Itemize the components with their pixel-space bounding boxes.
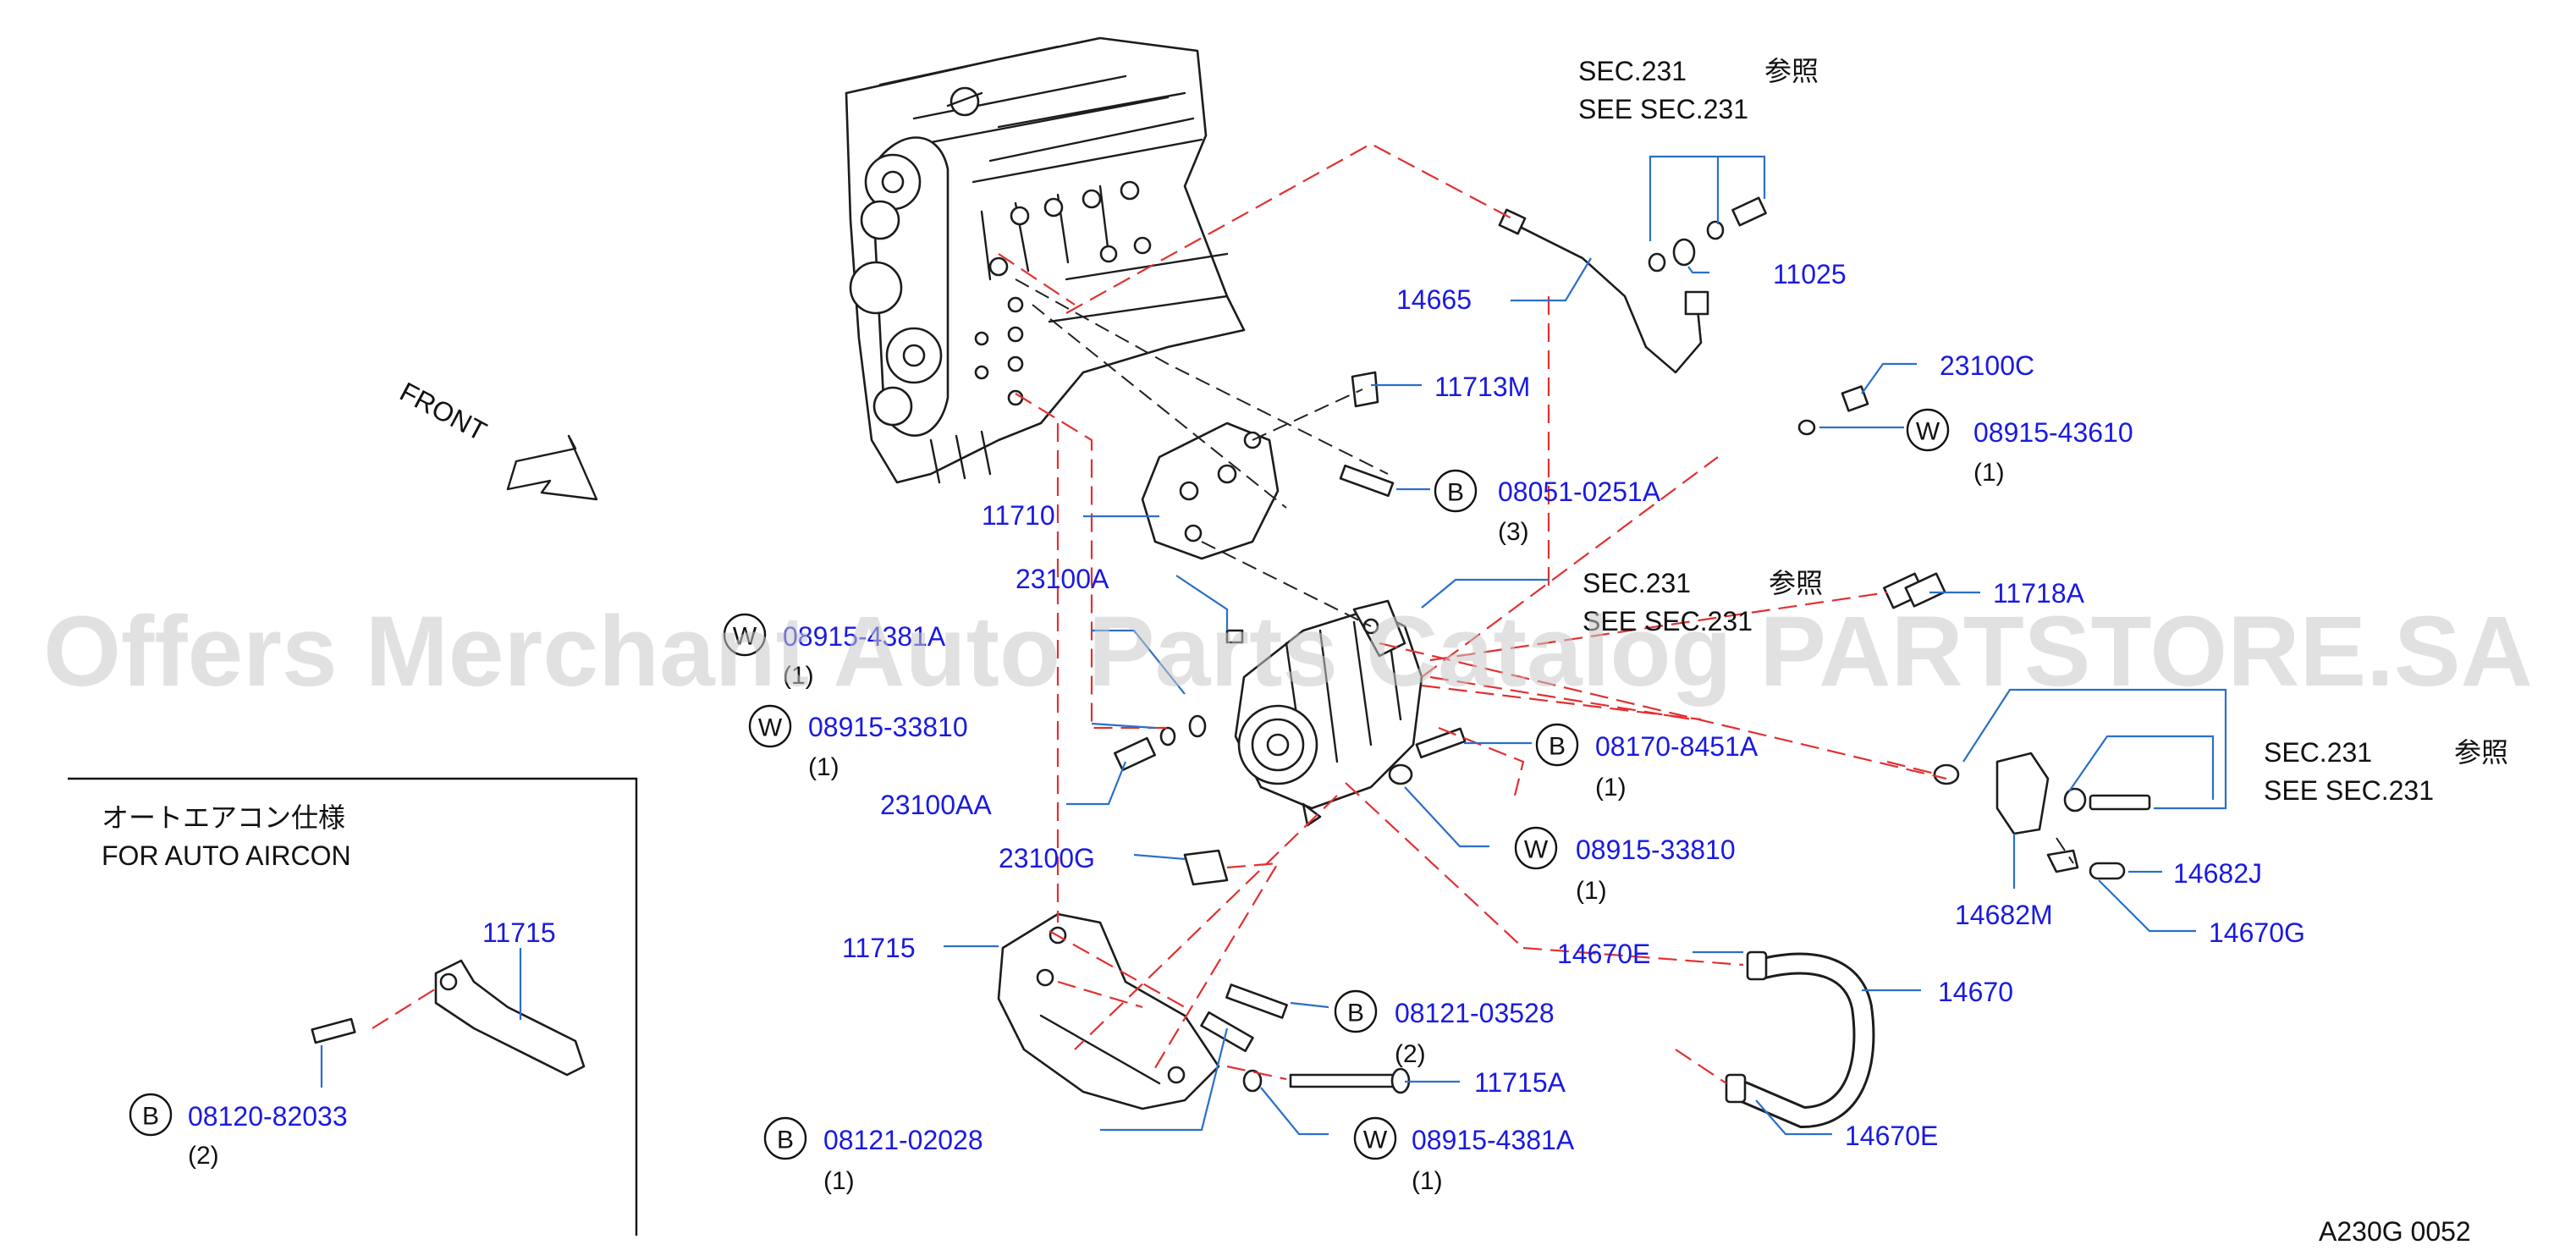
part-label-11710: 11710 [982,500,1055,531]
bolt-symbol: B [1549,733,1566,761]
engine-block-illustration [845,36,1246,484]
bolt-symbol: B [1347,1000,1364,1027]
bolt-symbol: B [1447,479,1464,507]
part-label-08170-8451A: 08170-8451A [1595,731,1759,762]
washer-symbol: W [733,623,757,651]
pipe-14665-illustration [1498,208,1709,374]
front-arrow-icon [506,434,598,501]
washer-symbol: W [1916,418,1940,446]
symbol-markers: W B W W B W B W B B [129,408,1950,1160]
washer-symbol: W [758,714,783,742]
part-label-08121-03528: 08121-03528 [1395,998,1555,1028]
part-label-11025: 11025 [1773,259,1847,289]
part-qty-08121-02028: (1) [823,1167,855,1195]
alternator-illustration [1234,599,1423,827]
part-label-08051-0251A: 08051-0251A [1498,477,1661,507]
part-label-23100C: 23100C [1940,350,2034,381]
bolt-symbol: B [777,1127,794,1154]
inset-title-jp: オートエアコン仕様 [102,802,345,833]
part-label-08915-4381A-bottom: 08915-4381A [1412,1125,1575,1155]
part-qty-08915-33810-left: (1) [808,753,839,781]
sec-ref-top-see: SEE SEC.231 [1578,94,1748,124]
part-label-23100G: 23100G [999,843,1095,873]
part-qty-08170-8451A: (1) [1595,774,1627,802]
part-label-14682J: 14682J [2173,858,2262,889]
sec-ref-top: SEC.231 [1578,56,1687,86]
part-label-08915-4381A-top: 08915-4381A [783,621,946,652]
inset-title-en: FOR AUTO AIRCON [102,840,351,871]
part-label-14665: 14665 [1396,284,1472,315]
part-qty-08120-82033: (2) [188,1142,219,1170]
part-label-08915-33810-left: 08915-33810 [808,712,968,742]
part-label-11715A: 11715A [1474,1067,1566,1098]
inset-auto-aircon: オートエアコン仕様 FOR AUTO AIRCON [68,777,638,1236]
washer-symbol: W [1363,1127,1388,1154]
part-label-23100A: 23100A [1016,564,1109,594]
hose-14670-illustration [1725,950,1875,1129]
part-qty-08915-33810-right: (1) [1576,877,1607,905]
part-number-labels: 14665 11025 23100C 08915-43610 (1) 11713… [188,259,2305,1195]
part-label-08121-02028: 08121-02028 [823,1125,983,1155]
part-label-14670E-bottom: 14670E [1845,1121,1938,1151]
watermark-text: Offers Merchant Auto Parts Catalog PARTS… [43,596,2533,708]
part-label-08915-43610: 08915-43610 [1973,417,2133,448]
part-label-08120-82033: 08120-82033 [188,1101,348,1132]
reference-dashed-lines [372,142,2074,1084]
part-label-14670: 14670 [1938,977,2013,1007]
front-label: FRONT [395,376,492,447]
part-qty-08915-4381A-top: (1) [783,662,814,690]
sec-ref-top-jp: 参照 [1764,56,1819,86]
part-label-14670G: 14670G [2209,917,2305,948]
part-qty-08051-0251A: (3) [1498,518,1529,546]
front-direction-indicator: FRONT [395,376,598,501]
section-references: SEC.231 参照 SEE SEC.231 SEC.231 参照 SEE SE… [1578,56,2508,806]
sec-ref-right-see: SEE SEC.231 [2264,775,2434,806]
part-label-08915-33810-right: 08915-33810 [1576,835,1736,865]
leader-lines [320,155,2227,1136]
sec-ref-right-jp: 参照 [2454,737,2508,768]
bolt-symbol: B [142,1103,159,1131]
diagram-code: A230G 0052 [2319,1216,2471,1247]
bracket-11715-illustration [997,912,1220,1110]
part-qty-08915-4381A-bottom: (1) [1412,1167,1443,1195]
part-qty-08121-03528: (2) [1395,1040,1426,1068]
small-parts-illustrations [311,196,2151,1094]
sec-ref-right: SEC.231 [2264,737,2372,768]
part-label-11713M: 11713M [1434,372,1530,402]
sec-ref-middle-jp: 参照 [1769,568,1823,598]
part-label-23100AA: 23100AA [880,790,992,820]
part-label-14670E-top: 14670E [1557,939,1650,969]
part-label-11718A: 11718A [1993,578,2085,609]
sec-ref-middle-see: SEE SEC.231 [1582,606,1753,636]
part-label-11715-inset: 11715 [482,917,556,948]
washer-symbol: W [1524,836,1549,864]
part-label-11715-main: 11715 [842,933,916,963]
sec-ref-middle: SEC.231 [1582,568,1691,598]
part-qty-08915-43610: (1) [1973,459,2005,487]
part-label-14682M: 14682M [1955,900,2053,930]
bracket-11710-illustration [1141,421,1280,560]
